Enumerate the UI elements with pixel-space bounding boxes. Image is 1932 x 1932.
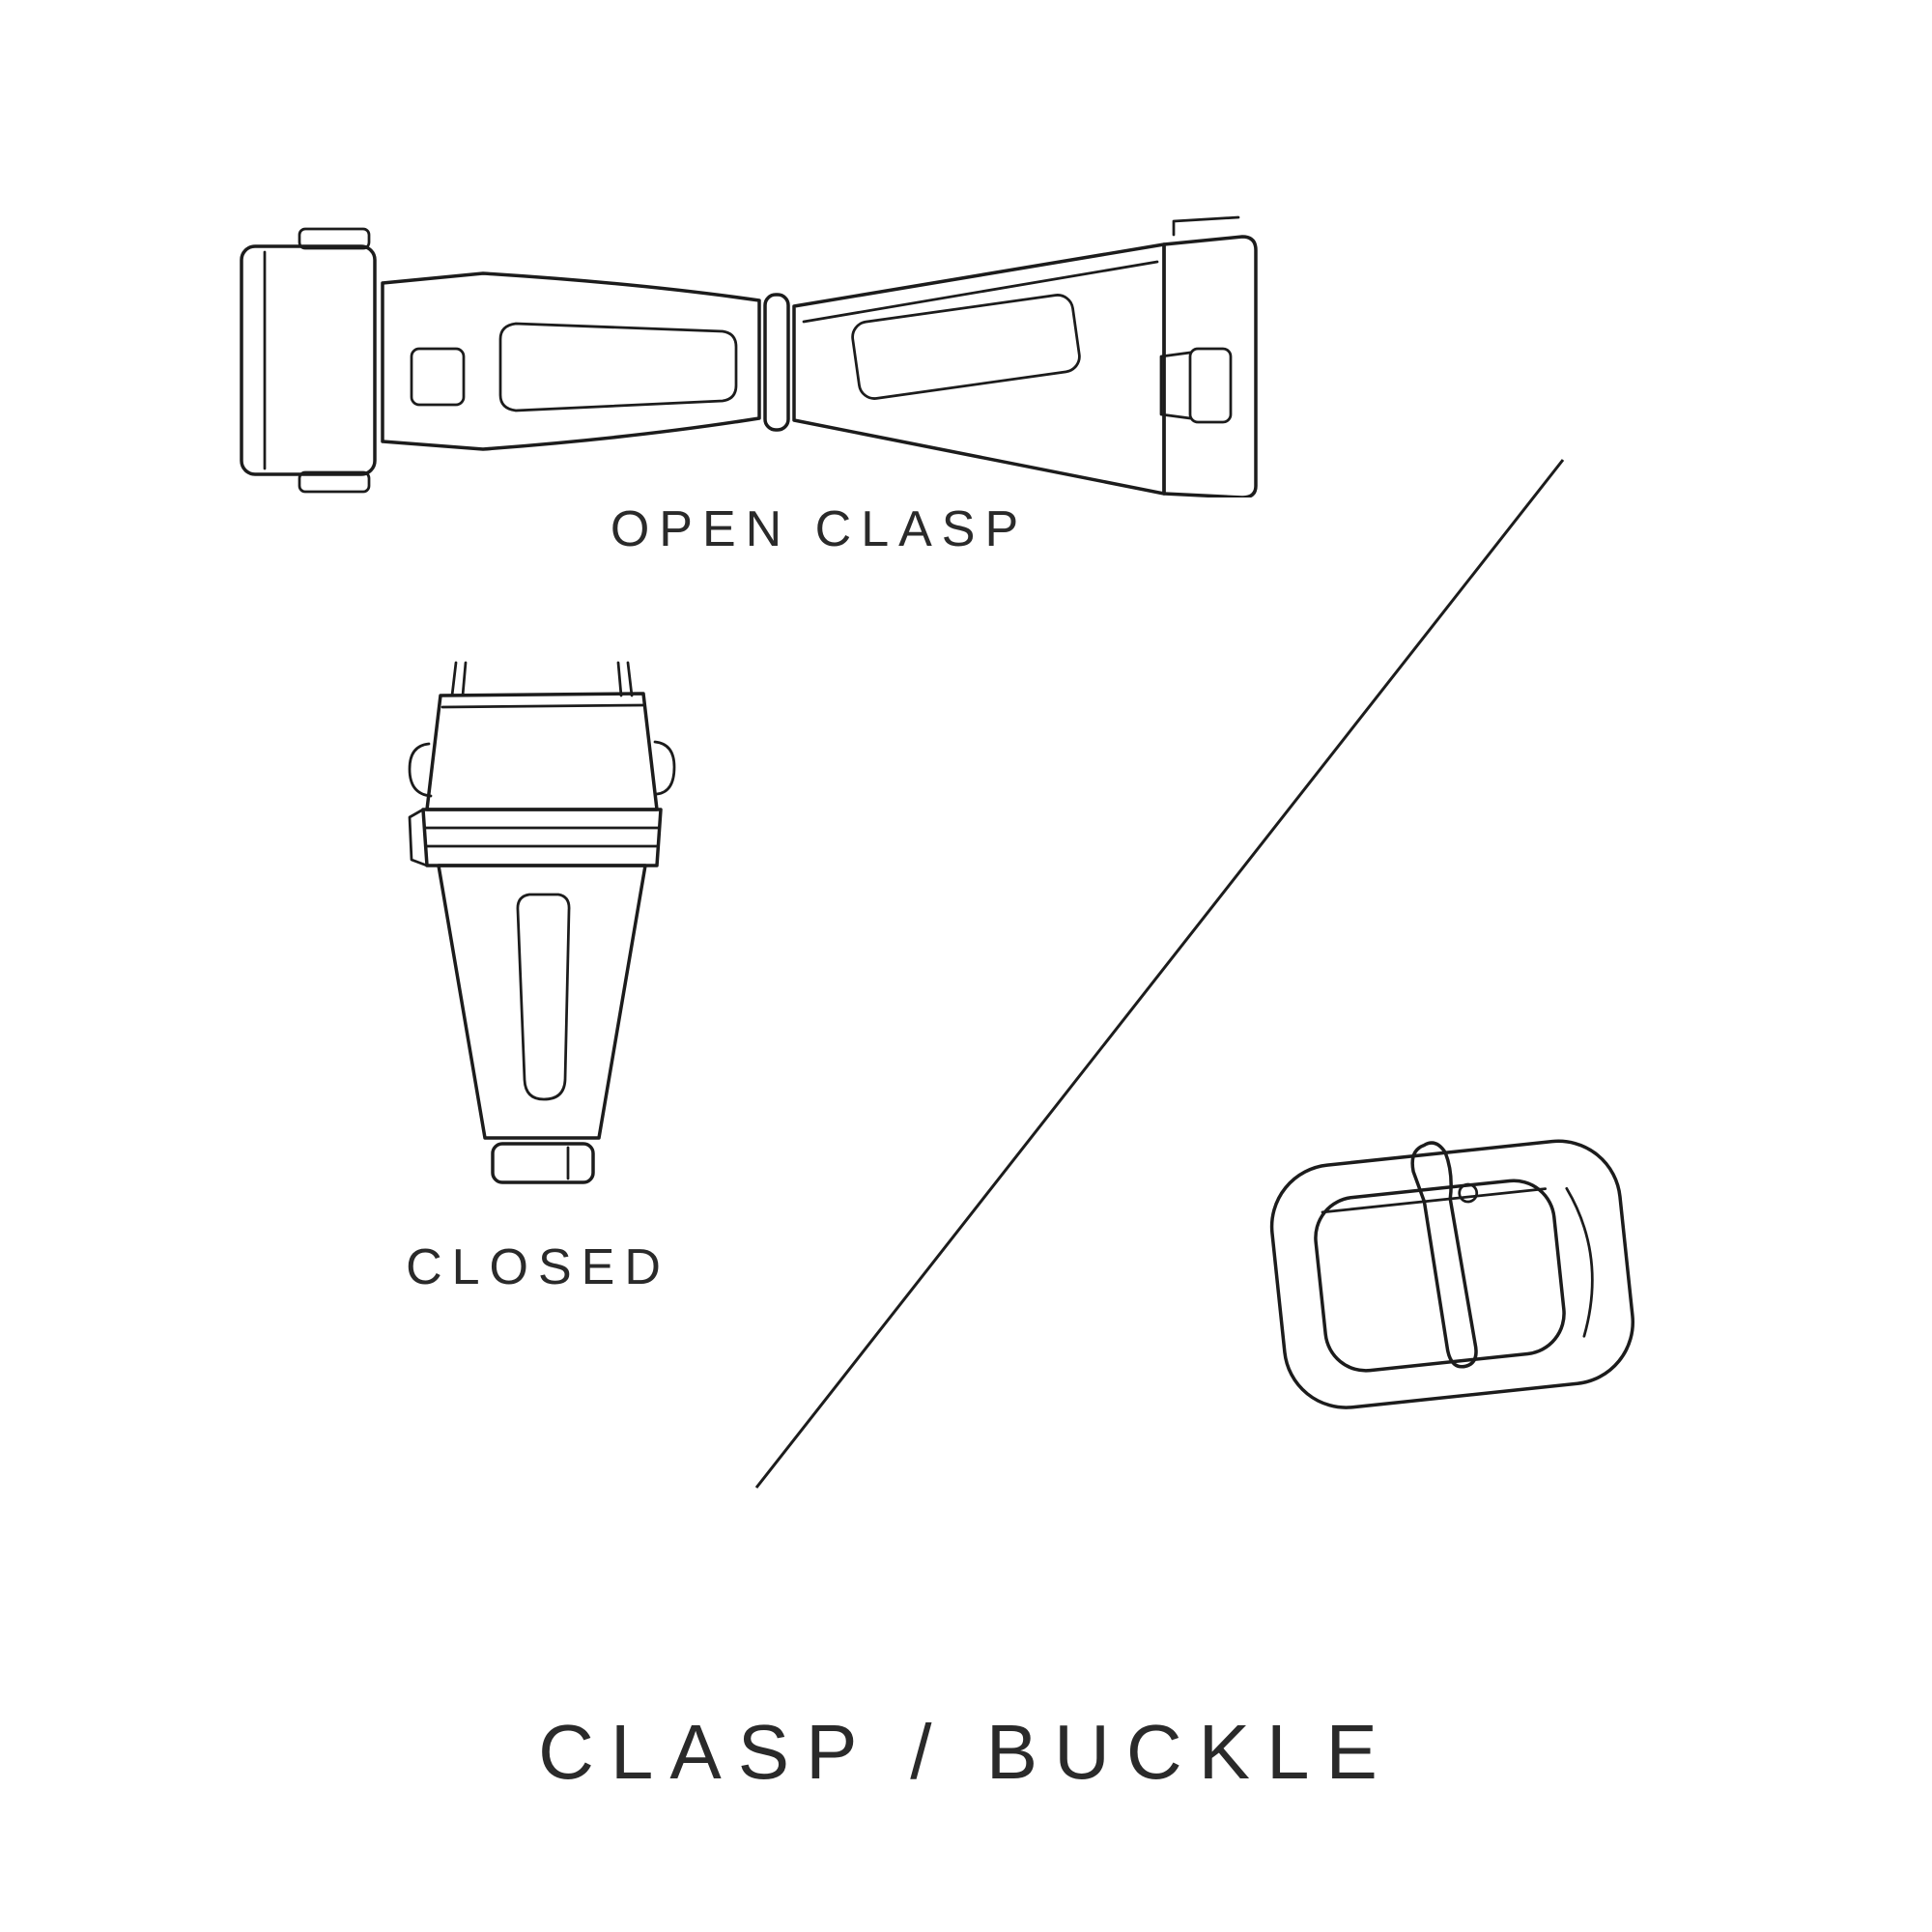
closed-label: CLOSED <box>406 1239 670 1295</box>
page-title: CLASP / BUCKLE <box>538 1709 1394 1795</box>
clasp-hinge <box>763 293 790 432</box>
buckle-pin <box>1321 1182 1548 1214</box>
open-clasp-drawing-icon <box>240 215 1258 497</box>
closed-clasp-body <box>437 864 647 1140</box>
closed-clasp-band <box>408 808 663 867</box>
open-clasp-label: OPEN CLASP <box>610 501 1029 557</box>
closed-clasp-illustration <box>384 657 705 1212</box>
clasp-right-end-link <box>1159 215 1258 497</box>
divider-line-icon <box>754 459 1565 1489</box>
closed-clasp-top-block <box>408 692 676 811</box>
clasp-left-end-link <box>240 227 377 494</box>
tang-buckle-illustration <box>1236 1096 1671 1444</box>
closed-clasp-drawing-icon <box>408 661 676 1184</box>
closed-clasp-bottom-cap <box>491 1142 595 1184</box>
buckle-drawing-icon <box>1269 1139 1635 1409</box>
open-clasp-illustration <box>222 208 1323 497</box>
buckle-prong <box>1410 1141 1478 1369</box>
clasp-left-arm <box>381 271 761 451</box>
diagonal-divider <box>734 435 1584 1507</box>
closed-clasp-prongs <box>450 661 634 697</box>
buckle-frame <box>1269 1139 1635 1409</box>
